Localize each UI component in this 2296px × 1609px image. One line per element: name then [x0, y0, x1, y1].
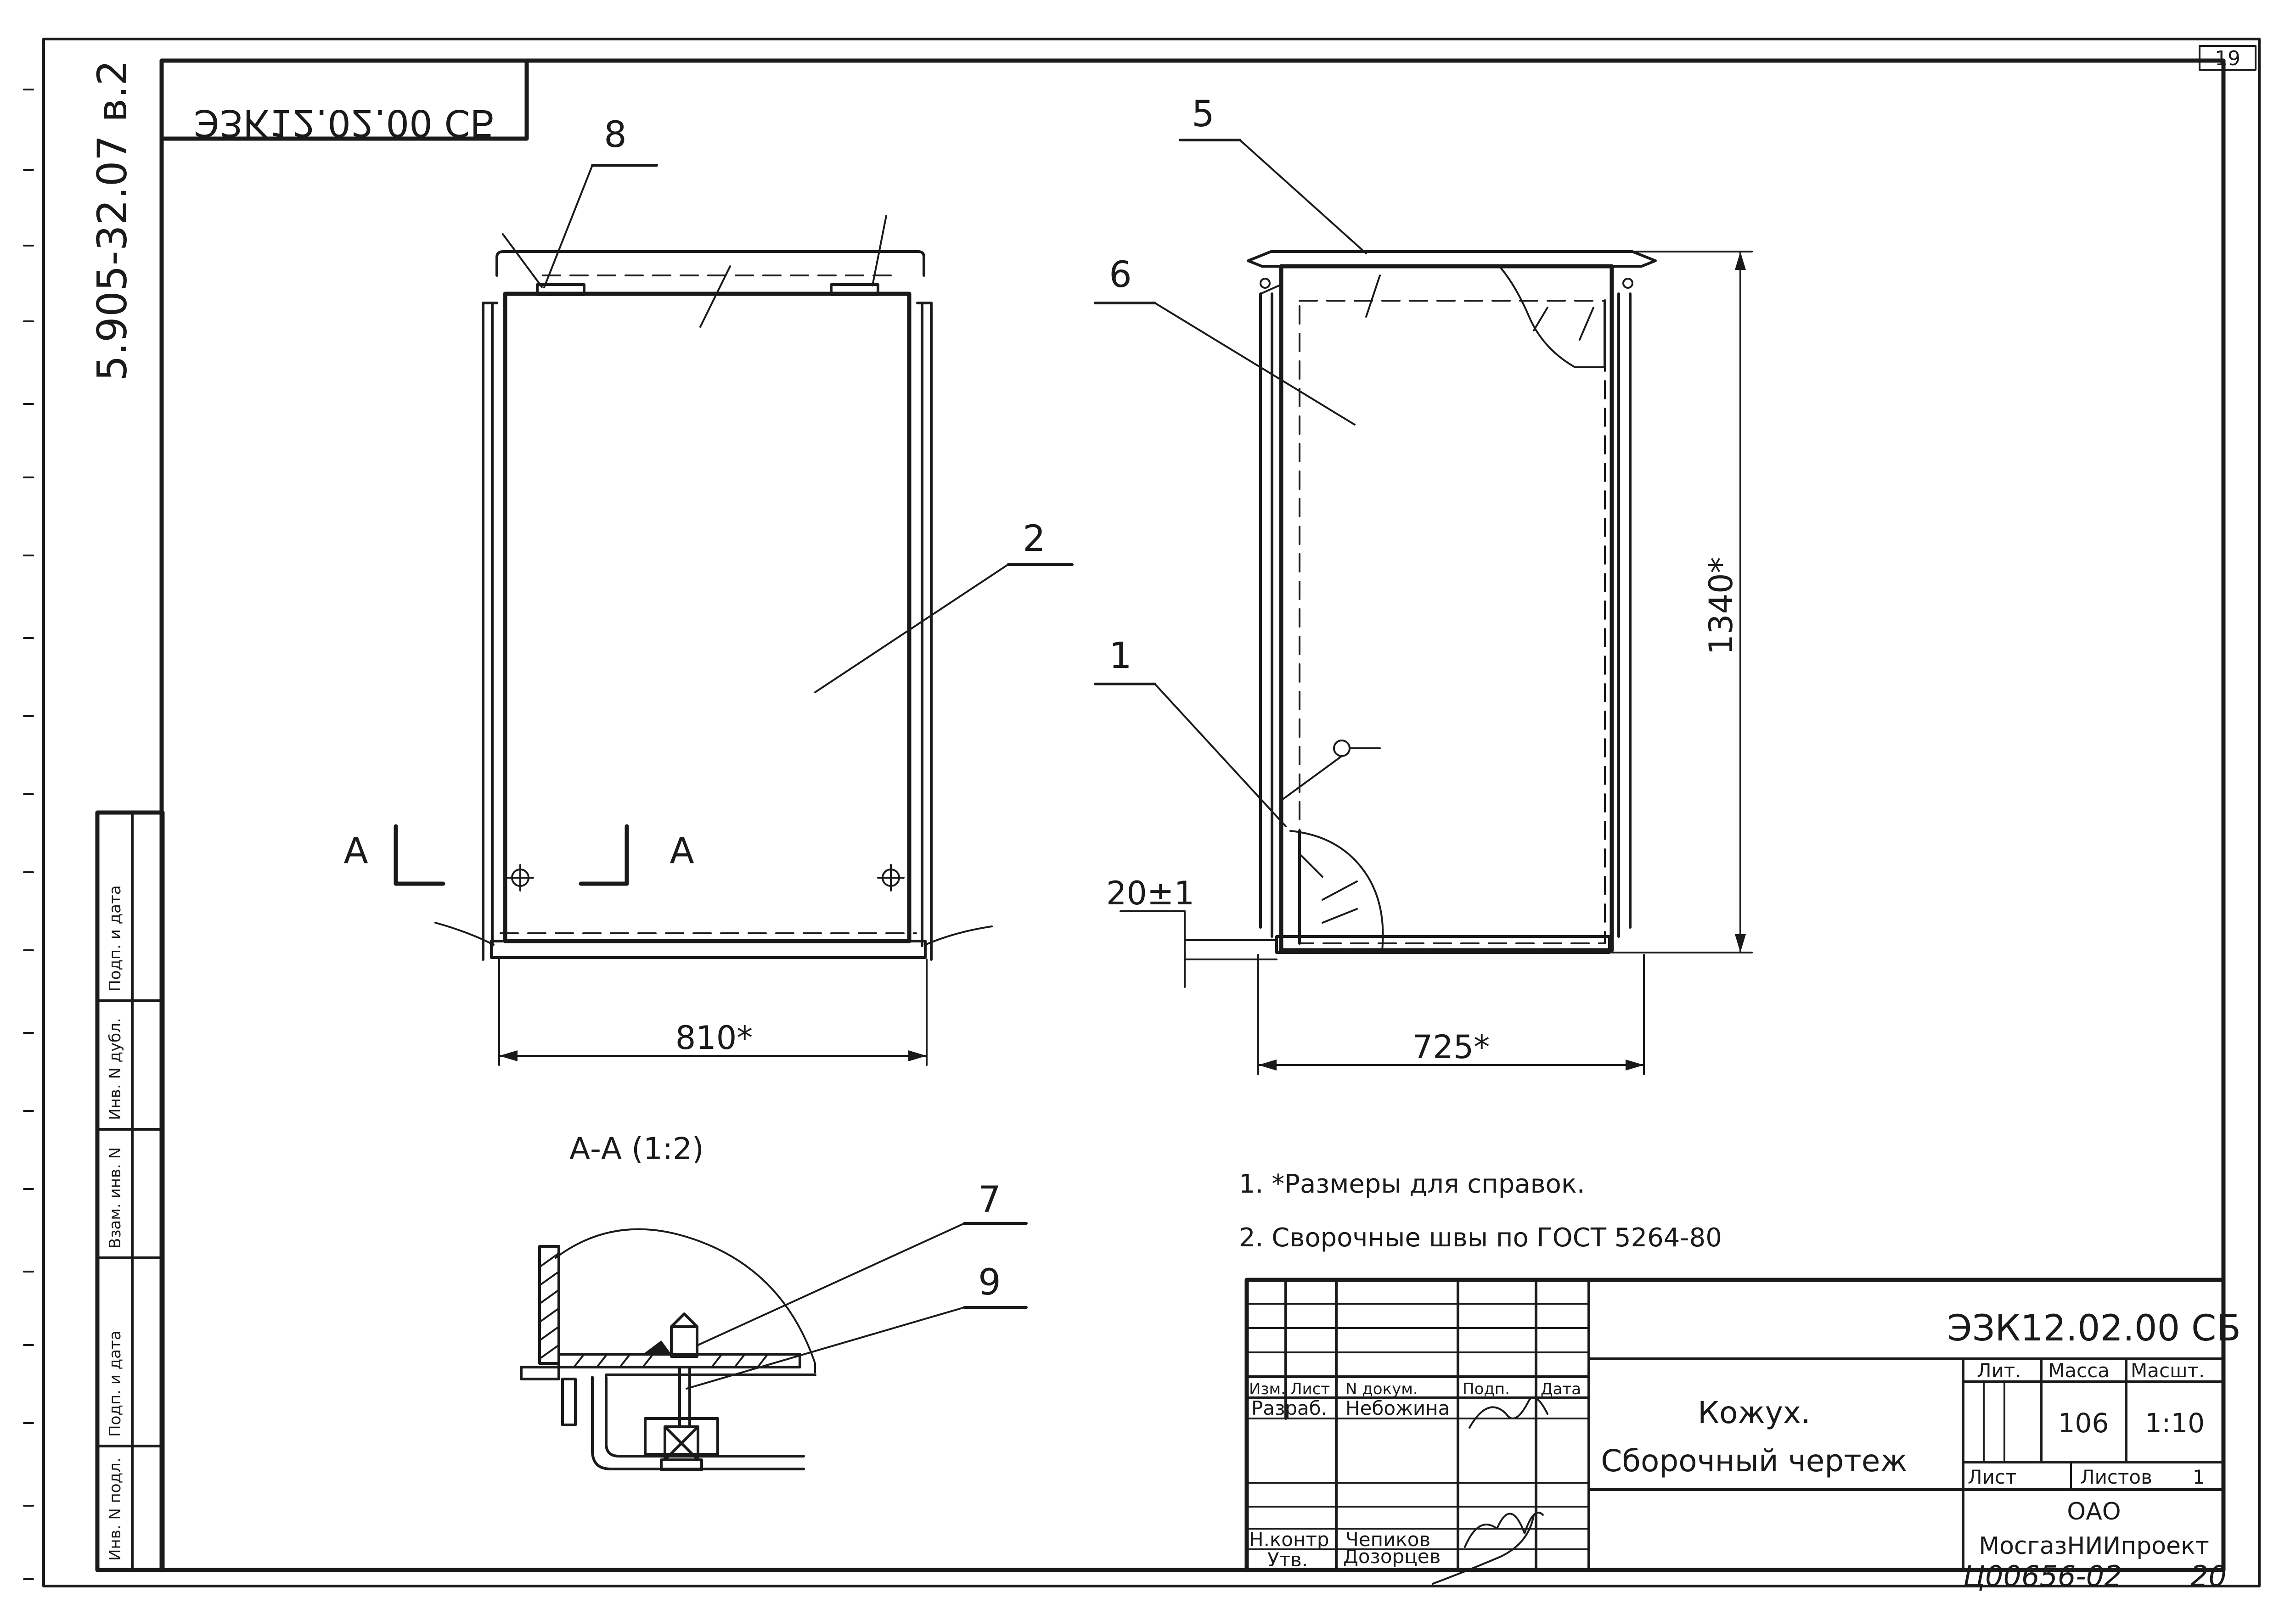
head-data: Дата — [1541, 1380, 1581, 1398]
strip-label-2: Инв. N дубл. — [106, 1018, 124, 1120]
masht-label: Масшт. — [2131, 1359, 2205, 1382]
callout-8: 8 — [604, 114, 627, 156]
utv-name: Дозорцев — [1343, 1545, 1441, 1568]
section-detail — [520, 1228, 816, 1471]
listov-label: Листов — [2080, 1466, 2152, 1488]
dim-width-front: 810* — [498, 959, 928, 1066]
mirrored-stamp: ЭЗК12.02.00 СБ — [194, 101, 495, 144]
strip-label-1: Подп. и дата — [106, 885, 124, 992]
section-mark-left: А — [343, 830, 368, 872]
bottom-right-number: 20 — [2190, 1559, 2227, 1593]
outer-frame — [42, 38, 2261, 1587]
signature-nkontr — [1464, 1512, 1544, 1548]
callout-1: 1 — [1109, 635, 1132, 677]
dim-725: 725* — [1412, 1028, 1490, 1066]
signature-razrab — [1469, 1396, 1548, 1429]
org-line2: МосгазНИИпроект — [1979, 1532, 2209, 1560]
massa-value: 106 — [2058, 1407, 2109, 1439]
dim-width-side: 725* — [1257, 954, 1645, 1075]
drawing-type: Сборочный чертеж — [1601, 1443, 1908, 1479]
dim-810: 810* — [675, 1019, 753, 1057]
title-block — [1244, 1278, 2226, 1572]
head-list: Лист — [1290, 1380, 1330, 1398]
page-number: 19 — [2215, 47, 2240, 70]
dim-20: 20±1 — [1106, 875, 1194, 912]
side-view — [1247, 250, 1657, 954]
front-view — [434, 215, 993, 961]
page-number-box — [2199, 45, 2257, 71]
strip-label-5: Инв. N подл. — [106, 1458, 124, 1561]
lit-label: Лит. — [1977, 1359, 2021, 1382]
left-strip: Подп. и дата Инв. N дубл. Взам. инв. N П… — [95, 810, 165, 1572]
masht-value: 1:10 — [2145, 1407, 2205, 1439]
listov-value: 1 — [2193, 1466, 2205, 1488]
section-mark-right: А — [670, 830, 694, 872]
strip-label-4: Подп. и дата — [106, 1330, 124, 1437]
note-1: 1. *Размеры для справок. — [1239, 1169, 1585, 1199]
head-podp: Подп. — [1463, 1380, 1510, 1398]
callout-7: 7 — [978, 1179, 1001, 1221]
dim-gap: 20±1 — [1106, 875, 1277, 988]
note-2: 2. Сворочные швы по ГОСТ 5264-80 — [1239, 1223, 1722, 1253]
razrab-label: Разраб. — [1251, 1397, 1327, 1419]
strip-label-3: Взам. инв. N — [106, 1147, 124, 1249]
utv-label: Утв. — [1267, 1548, 1308, 1571]
section-marks: А А — [343, 824, 694, 886]
callout-5: 5 — [1192, 94, 1215, 135]
massa-label: Масса — [2048, 1359, 2110, 1382]
callout-2: 2 — [1023, 518, 1046, 560]
doc-code: ЭЗК12.02.00 СБ — [1947, 1308, 2241, 1349]
nkontr-name: Чепиков — [1345, 1528, 1430, 1551]
dim-height: 1340* — [1611, 251, 1753, 953]
product-name: Кожух. — [1698, 1395, 1811, 1430]
list-label: Лист — [1968, 1466, 2016, 1488]
callout-9: 9 — [978, 1262, 1001, 1303]
org-line1: ОАО — [2067, 1498, 2121, 1525]
section-title: А-А (1:2) — [569, 1131, 704, 1166]
head-izm: Изм. — [1249, 1380, 1286, 1398]
inner-frame — [159, 58, 2226, 1572]
margin-ticks — [23, 89, 34, 1580]
callout-6: 6 — [1109, 254, 1132, 296]
dim-1340: 1340* — [1702, 557, 1740, 655]
vertical-doc-code: 5.905-32.07 в.2 — [89, 60, 136, 381]
nkontr-label: Н.контр — [1249, 1528, 1329, 1551]
head-ndokum: N докум. — [1345, 1380, 1418, 1398]
signature-utv — [1432, 1514, 1535, 1585]
mirrored-stamp-box — [159, 58, 529, 141]
bottom-handwritten: Ц00656-02 — [1963, 1559, 2122, 1593]
razrab-name: Небожина — [1345, 1397, 1450, 1419]
